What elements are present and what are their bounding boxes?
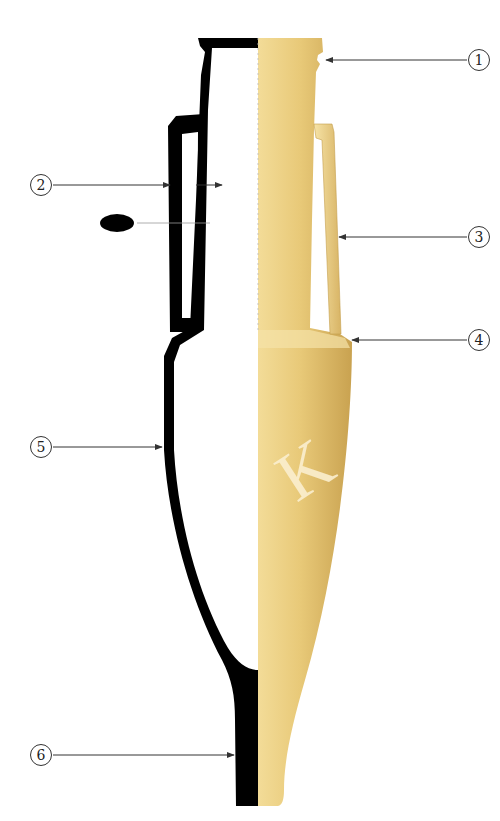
leader-arrows: [53, 60, 467, 755]
amphora-exterior: [258, 38, 352, 806]
callout-number: 2: [30, 174, 52, 196]
callout-number: 5: [30, 436, 52, 458]
handle-cross-section: [100, 214, 134, 232]
callout-number: 4: [468, 329, 490, 351]
amphora-section: [164, 38, 258, 806]
callout-number: 6: [30, 744, 52, 766]
callout-number: 3: [468, 226, 490, 248]
center-line: [258, 38, 259, 330]
amphora-handle: [314, 124, 341, 334]
callout-number: 1: [468, 49, 490, 71]
section-leader: [137, 223, 210, 224]
